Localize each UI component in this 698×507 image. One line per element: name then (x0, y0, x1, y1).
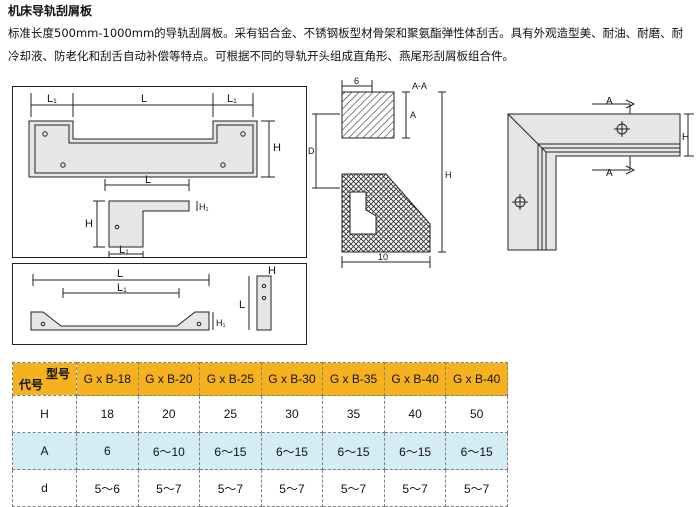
row-code: d (12, 469, 77, 507)
spec-table: 型号 代号 G x B-18 G x B-20 G x B-25 G x B-3… (12, 362, 508, 507)
dim-label-h: H (682, 132, 689, 143)
table-cell: 5～7 (383, 469, 447, 507)
table-cell: 40 (383, 395, 447, 433)
corner-label-model: 型号 (45, 367, 70, 381)
corner-label-code: 代号 (19, 378, 44, 392)
dim-label-l1-right: L₁ (227, 93, 237, 105)
page-title: 机床导轨刮屑板 (8, 4, 93, 18)
table-cell: 6～15 (322, 432, 385, 470)
table-cell: 30 (260, 395, 324, 433)
dim-label-h: H (273, 142, 281, 154)
section-marker-a-top: A (606, 96, 613, 107)
dim-label-h: H (268, 265, 276, 277)
dim-label-l-small: L (145, 174, 151, 186)
description-paragraph: 标准长度500mm-1000mm的导轨刮屑板。采有铝合金、不锈钢板型材骨架和聚氨… (8, 26, 684, 63)
dim-label-6: 6 (354, 76, 359, 86)
table-cell: 5～7 (199, 469, 262, 507)
table-cell: 6～15 (383, 432, 447, 470)
dim-label-h1: H₁ (199, 202, 209, 212)
dim-label-l1: L₁ (117, 282, 127, 294)
table-corner-cell: 型号 代号 (12, 362, 77, 396)
dim-label-l1-small: L₁ (119, 244, 129, 256)
cross-section-drawing: 6 A-A D A H 10 (308, 76, 452, 268)
table-cell: 5～7 (137, 469, 201, 507)
table-cell: 6～15 (199, 432, 262, 470)
model-header: G x B-35 (322, 362, 385, 396)
dim-label-l-side: L (239, 299, 245, 311)
model-header: G x B-40 (383, 362, 447, 396)
table-cell: 5～7 (322, 469, 385, 507)
table-cell: 5～6 (76, 469, 139, 507)
section-marker-a-bottom: A (606, 168, 613, 179)
model-header: G x B-30 (260, 362, 324, 396)
corner-assembly-drawing: A A H (507, 96, 694, 251)
dim-label-d: D (308, 146, 315, 156)
model-header: G x B-18 (76, 362, 139, 396)
dim-label-l1-left: L₁ (47, 93, 57, 105)
section-label-aa: A-A (412, 81, 427, 91)
table-cell: 5～7 (260, 469, 324, 507)
table-row: H 18 20 25 30 35 40 50 (12, 395, 508, 433)
dim-label-l: L (141, 93, 147, 105)
table-cell: 50 (445, 395, 508, 433)
drawing-panel-top-left: L₁ L L₁ H L H H₁ L₁ (12, 86, 307, 258)
table-header-row: 型号 代号 G x B-18 G x B-20 G x B-25 G x B-3… (12, 362, 508, 396)
row-code: H (12, 395, 77, 433)
table-cell: 6～10 (137, 432, 201, 470)
table-cell: 25 (199, 395, 262, 433)
table-cell: 6～15 (445, 432, 508, 470)
dim-label-a: A (410, 110, 416, 120)
table-row: d 5～6 5～7 5～7 5～7 5～7 5～7 5～7 (12, 469, 508, 507)
dim-label-h1: H₁ (216, 318, 226, 328)
table-cell: 5～7 (445, 469, 508, 507)
table-cell: 6～15 (260, 432, 324, 470)
drawing-panel-bottom-left: L L₁ H₁ H L (12, 263, 307, 345)
scraper-front-view-drawing: L₁ L L₁ H L H H₁ L₁ (28, 93, 281, 257)
dim-label-l: L (117, 268, 123, 280)
dim-label-h-small: H (85, 218, 93, 230)
row-code: A (12, 432, 77, 470)
dim-label-h: H (445, 170, 452, 180)
model-header: G x B-20 (137, 362, 201, 396)
table-cell: 18 (76, 395, 139, 433)
dim-label-10: 10 (378, 252, 388, 262)
model-header: G x B-40 (445, 362, 508, 396)
table-row: A 6 6～10 6～15 6～15 6～15 6～15 6～15 (12, 432, 508, 470)
model-header: G x B-25 (199, 362, 262, 396)
table-cell: 35 (322, 395, 385, 433)
table-cell: 6 (76, 432, 139, 470)
scraper-dovetail-view-drawing: L L₁ H₁ H L (30, 265, 276, 331)
table-cell: 20 (137, 395, 201, 433)
